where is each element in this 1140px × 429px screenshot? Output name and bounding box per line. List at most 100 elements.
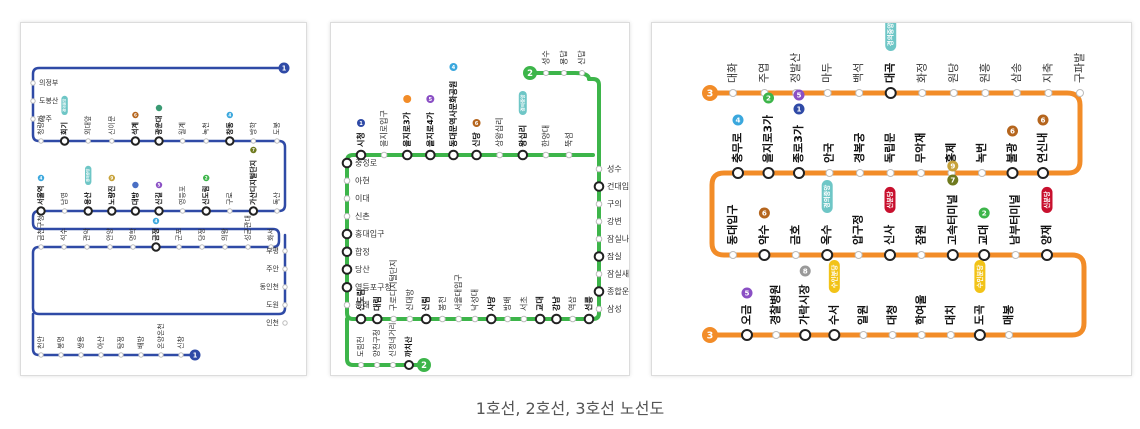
transfer-pill-text-gyeongui: 경의중앙 <box>822 185 831 208</box>
transfer-badge-text-line6: 6 <box>134 113 137 118</box>
line3-end-badge-circle <box>702 327 718 343</box>
line2-station-dot <box>583 313 595 325</box>
line2-station-dot <box>565 151 573 159</box>
line2-station-dot <box>390 362 396 368</box>
line2-station-label: 잠실나루 <box>607 234 629 244</box>
transfer-badge-line5 <box>155 181 163 189</box>
line2-station-label: 신림 <box>421 296 431 311</box>
line3-station-label: 종로3가 <box>791 125 805 163</box>
line1-station-dot <box>130 206 141 216</box>
transfer-pill-gyeongui <box>885 23 897 51</box>
line1-station-label: 인천 <box>266 318 279 327</box>
line1-station-dot <box>154 136 164 146</box>
line3-station-dot <box>917 169 925 177</box>
line3-station-label: 가락시장 <box>797 285 811 325</box>
line1-station-label: 영등포 <box>178 185 187 205</box>
line2-station-label: 방배 <box>502 296 512 311</box>
line2-station-label: 강남 <box>551 296 561 311</box>
line1-station-dot <box>282 302 288 308</box>
line1-station-label: 월계 <box>178 122 187 135</box>
transfer-badge-text-line9: 9 <box>110 176 113 181</box>
line2-station-label: 봉천 <box>437 296 447 311</box>
line2-station-label: 을지로3가 <box>402 111 412 147</box>
line2-station-dot <box>595 200 603 208</box>
line2-station-dot <box>343 195 351 202</box>
transfer-pill-text-gyeongui: 경의중앙 <box>519 94 526 112</box>
line2-station-dot <box>593 181 605 192</box>
line1-station-label: 금천구청 <box>36 215 45 241</box>
line3-station-label: 양재 <box>1039 225 1053 245</box>
line1-station-dot <box>83 206 93 216</box>
line2-station-label: 을지로4가 <box>425 111 435 147</box>
transfer-pill-gyeongui <box>821 180 833 213</box>
line3-station-label: 연신내 <box>1035 133 1049 163</box>
line1-station-label: 천안 <box>36 336 45 349</box>
line2-station-dot <box>542 151 550 159</box>
line3-station-dot <box>825 169 834 177</box>
line2-station-dot <box>358 362 364 368</box>
transfer-badge-line4 <box>732 114 744 126</box>
line3-station-dot <box>981 89 990 97</box>
line1-station-dot <box>138 352 144 358</box>
transfer-badge-line7 <box>947 174 959 186</box>
line2-station-label: 한양대 <box>541 125 550 147</box>
line2-station-dot <box>380 151 388 159</box>
line3-start-badge-circle <box>702 85 718 101</box>
line3-station-label: 대치 <box>943 305 957 325</box>
line3-station-dot <box>884 87 897 99</box>
line1-station-dot <box>151 242 161 252</box>
line2-station-label: 신답 <box>577 50 587 65</box>
line2-station-dot <box>485 313 497 325</box>
line2-station-dot <box>355 313 367 325</box>
line2-station-dot <box>404 360 414 370</box>
line3-station-dot <box>855 89 864 97</box>
line1-station-label: 의왕 <box>220 228 229 241</box>
line3-station-dot <box>762 167 775 179</box>
transfer-badge-text-line4: 4 <box>452 65 456 71</box>
line1-station-dot <box>203 138 209 144</box>
line1-station-label: 용산 <box>83 192 92 205</box>
line2-station-dot <box>401 149 413 161</box>
line2-bottom-badge-circle <box>417 358 431 372</box>
line2-station-dot <box>343 301 351 309</box>
line2-station-label: 홍대입구 <box>355 229 384 239</box>
line1-station-label: 명학 <box>128 228 137 241</box>
line3-station-label: 대청 <box>885 305 899 325</box>
line3-station-dot <box>758 249 771 261</box>
line2-station-label: 선릉 <box>584 296 594 311</box>
transfer-pill-text-suin_bundang: 수인분당 <box>975 265 984 288</box>
transfer-badge-line8 <box>799 265 811 277</box>
line2-top-badge-circle <box>523 66 537 80</box>
transfer-pill-gyeongui <box>518 91 527 115</box>
transfer-badge-text-line2: 2 <box>982 209 987 218</box>
line1-station-label: 의정부 <box>39 78 59 87</box>
line2-station-label: 서울대입구 <box>454 274 463 311</box>
line2-station-label: 상왕십리 <box>494 118 504 147</box>
line2-station-label: 종합운동장 <box>607 286 629 296</box>
transfer-badge-text-line4: 4 <box>228 113 231 118</box>
line1-station-dot <box>118 352 124 358</box>
line2-station-label: 동대문역사문화공원 <box>448 81 458 147</box>
transfer-badge-text-line6: 6 <box>475 121 479 127</box>
line1-station-dot <box>179 138 186 144</box>
line2-kkachisan-branch-track <box>345 317 423 367</box>
line1-station-dot <box>282 248 288 254</box>
line2-station-dot <box>341 264 353 275</box>
transfer-badge-line7 <box>250 146 257 154</box>
line2-station-label: 용답 <box>559 50 569 65</box>
line1-station-dot <box>222 244 228 250</box>
line1-station-dot <box>179 208 186 214</box>
line3-station-dot <box>918 89 927 97</box>
line2-station-label: 사당 <box>486 296 496 311</box>
line3-station-label: 잠원 <box>913 225 927 245</box>
line3-station-label: 신사 <box>882 224 896 245</box>
transfer-badge-line4 <box>449 63 458 71</box>
line1-station-dot <box>78 352 84 358</box>
line3-station-dot <box>856 169 864 177</box>
line1-station-dot <box>59 136 70 146</box>
line1-station-label: 탕정 <box>116 336 125 349</box>
line1-station-label: 녹천 <box>201 122 210 135</box>
